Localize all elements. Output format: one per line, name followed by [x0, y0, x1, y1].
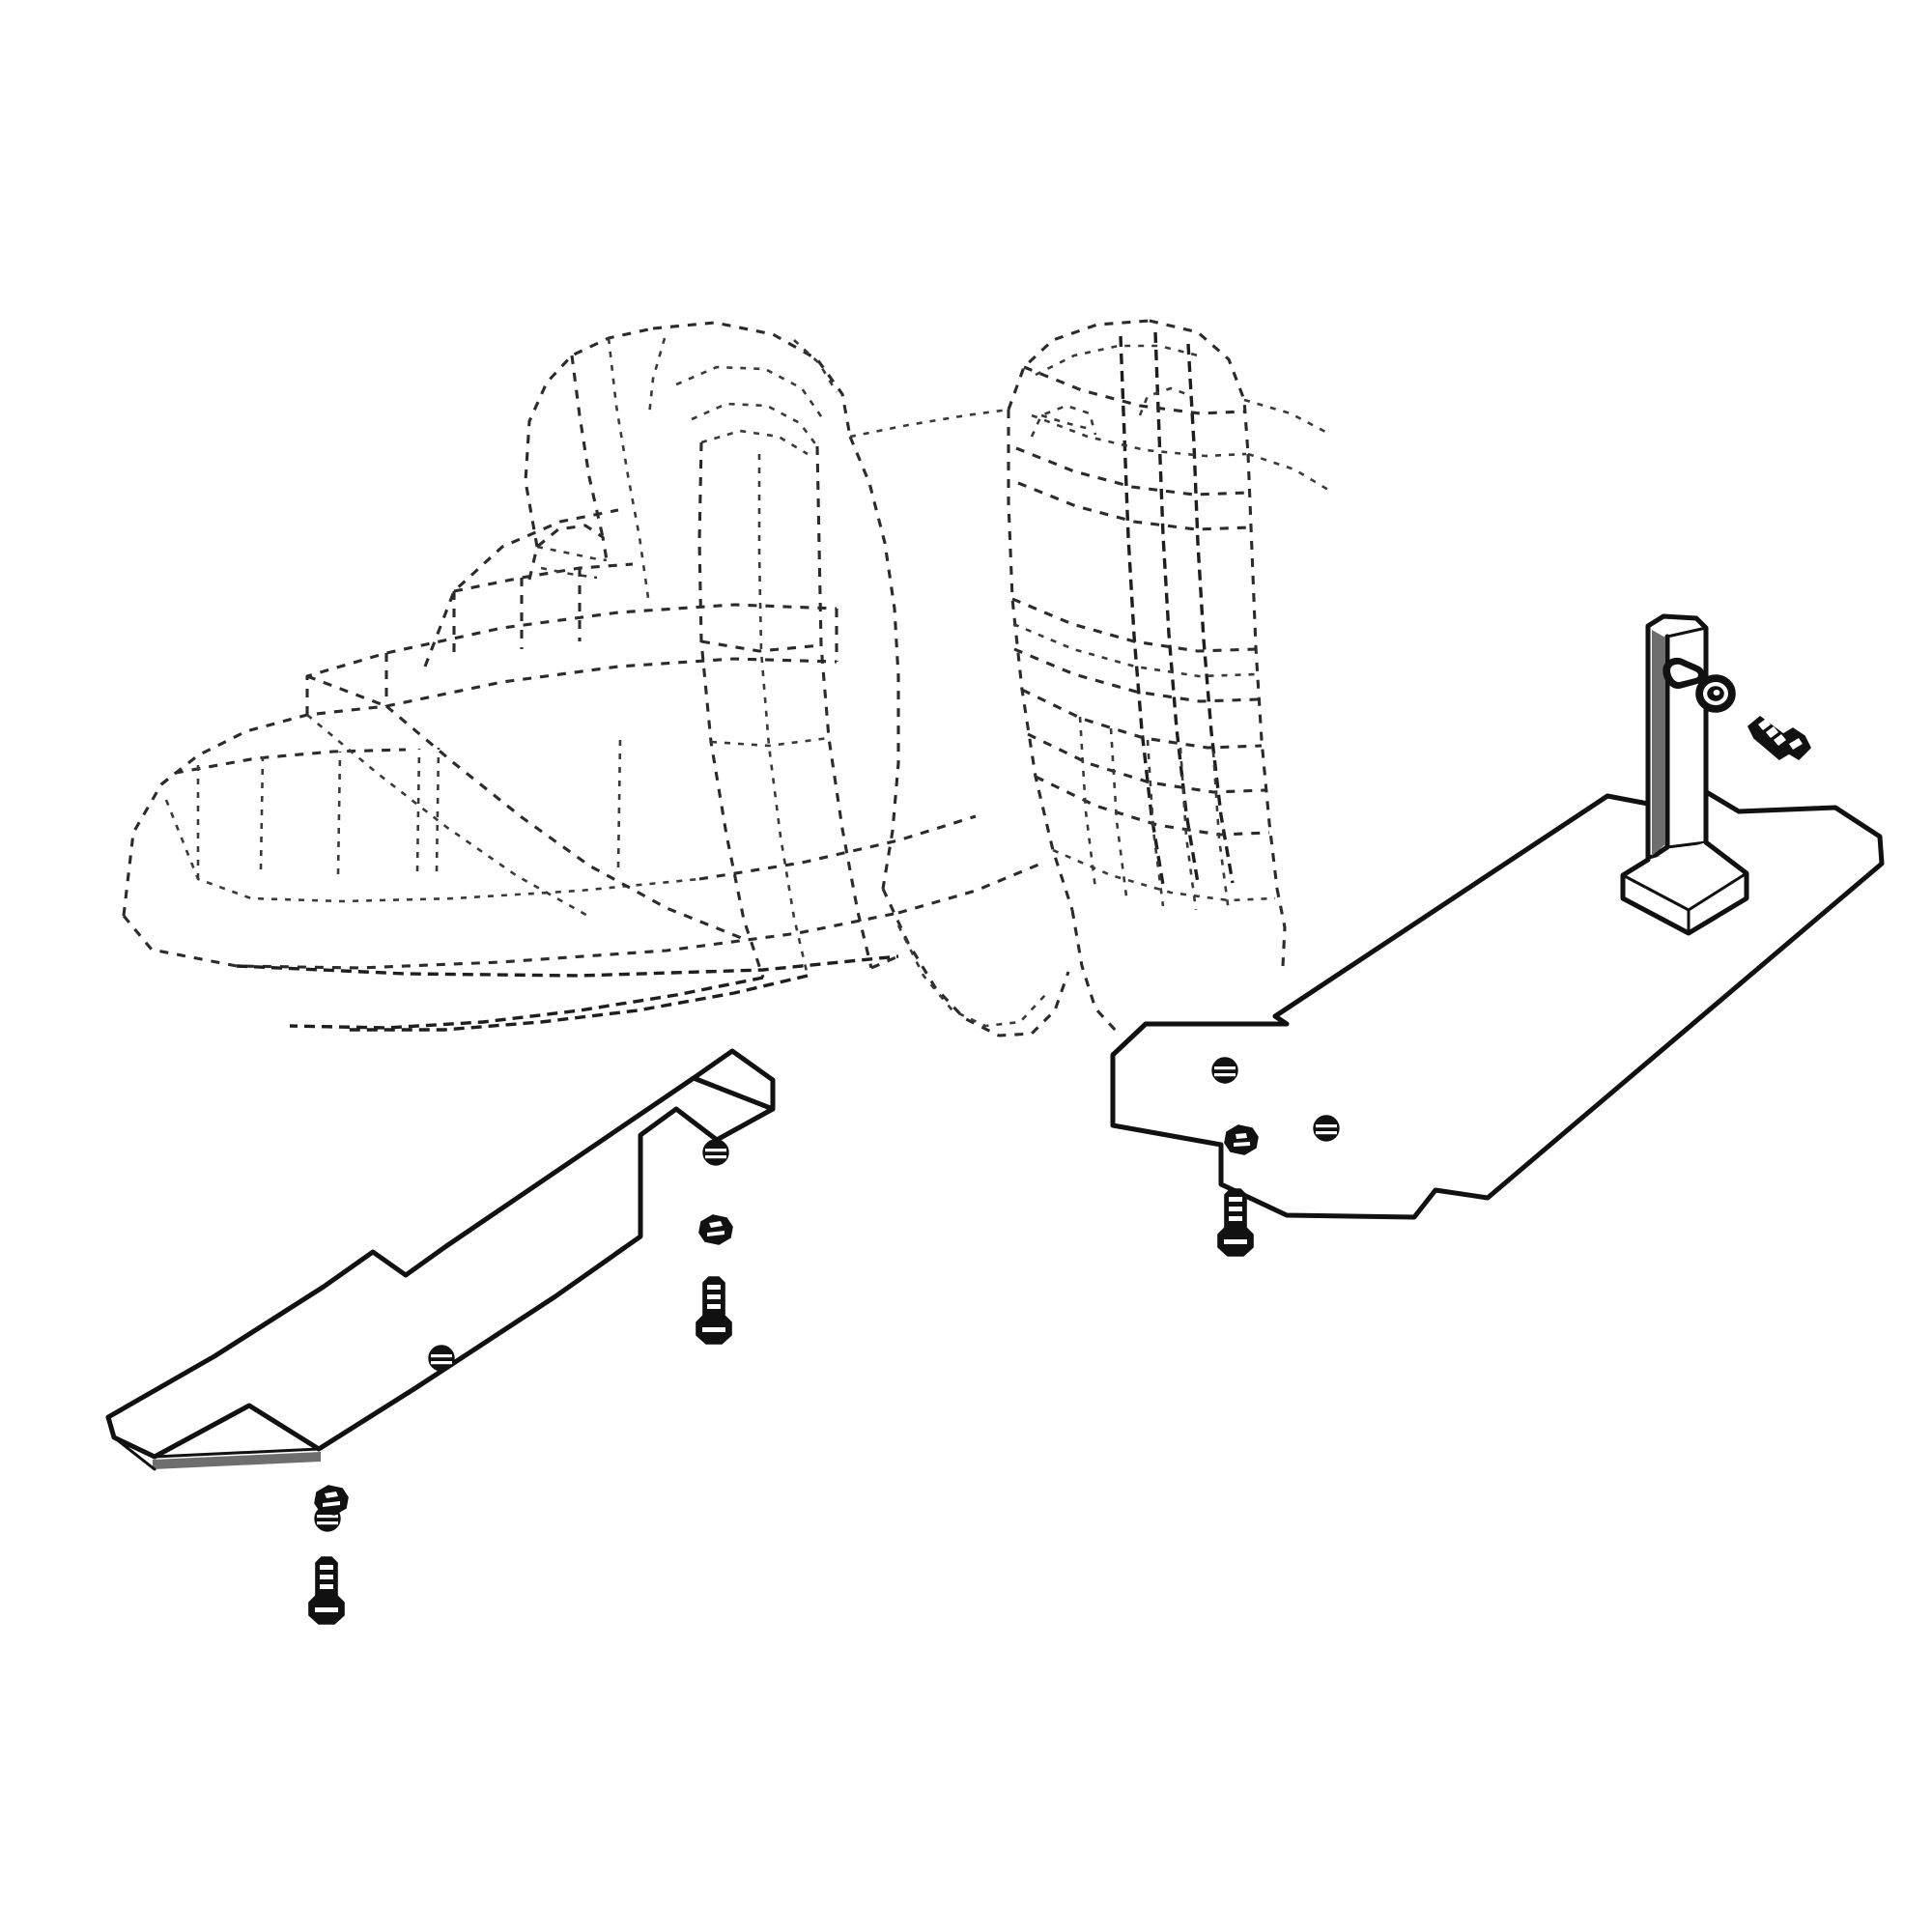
- machine-frame-phantom: [122, 319, 1334, 1037]
- flat-washer[interactable]: [1695, 674, 1736, 713]
- bracket-fastener-group: [1695, 674, 1811, 760]
- hex-bolt-bracket[interactable]: [1747, 716, 1811, 760]
- hex-bolt-right[interactable]: [1217, 1188, 1254, 1257]
- hex-nut-right[interactable]: [1224, 1124, 1259, 1155]
- left-plate-hole-upper: [702, 1139, 729, 1166]
- hex-bolt-left[interactable]: [308, 1556, 345, 1625]
- hex-nut-center[interactable]: [698, 1214, 733, 1245]
- hex-nut-left[interactable]: [314, 1485, 349, 1516]
- center-fastener-group: [696, 1214, 733, 1345]
- right-fastener-group: [1217, 1124, 1259, 1257]
- left-guard-plate[interactable]: [105, 1048, 776, 1532]
- left-plate-hole-middle: [428, 1345, 455, 1372]
- hex-bolt-center[interactable]: [696, 1276, 732, 1345]
- left-fastener-group: [308, 1485, 349, 1625]
- bracket-slot: [1662, 657, 1705, 689]
- vertical-mounting-bracket[interactable]: [1620, 613, 1749, 936]
- right-plate-hole-lower: [1313, 1115, 1340, 1142]
- right-plate-hole-upper: [1211, 1057, 1238, 1084]
